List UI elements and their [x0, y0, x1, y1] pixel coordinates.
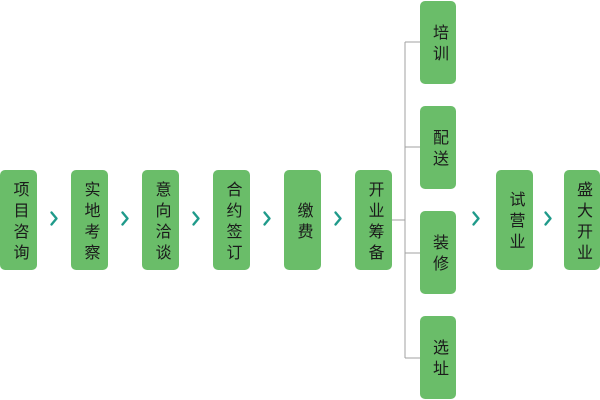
- chevron-right-icon: [121, 211, 129, 226]
- step-node-consultation: 项目咨询: [0, 170, 37, 270]
- step-label: 合约签订: [223, 180, 241, 265]
- step-node-preparation: 开业筹备: [355, 170, 392, 270]
- step-label: 盛大开业: [574, 180, 591, 265]
- sub-step-node-training: 培训: [420, 1, 456, 84]
- step-label: 试营业: [506, 191, 524, 254]
- step-node-trial-operation: 试营业: [496, 170, 533, 270]
- sub-step-node-renovation: 装修: [420, 211, 456, 294]
- step-label: 项目咨询: [10, 180, 28, 265]
- step-label: 实地考察: [81, 180, 99, 265]
- step-node-grand-opening: 盛大开业: [564, 170, 600, 270]
- sub-step-label: 装修: [430, 234, 447, 276]
- chevron-right-icon: [50, 211, 58, 226]
- sub-step-label: 选址: [430, 339, 447, 381]
- chevron-right-icon: [472, 211, 480, 226]
- chevron-right-icon: [334, 211, 342, 226]
- step-label: 缴费: [294, 201, 312, 244]
- step-label: 意向洽谈: [152, 180, 170, 265]
- chevron-right-icon: [544, 211, 552, 226]
- chevron-right-icon: [263, 211, 271, 226]
- step-node-site-visit: 实地考察: [71, 170, 108, 270]
- step-node-payment: 缴费: [284, 170, 321, 270]
- step-label: 开业筹备: [365, 180, 383, 265]
- sub-step-node-site-selection: 选址: [420, 316, 456, 399]
- sub-step-node-delivery: 配送: [420, 106, 456, 189]
- sub-step-label: 配送: [430, 129, 447, 171]
- step-node-negotiation: 意向洽谈: [142, 170, 179, 270]
- sub-step-label: 培训: [430, 24, 447, 66]
- chevron-right-icon: [192, 211, 200, 226]
- step-node-contract: 合约签订: [213, 170, 250, 270]
